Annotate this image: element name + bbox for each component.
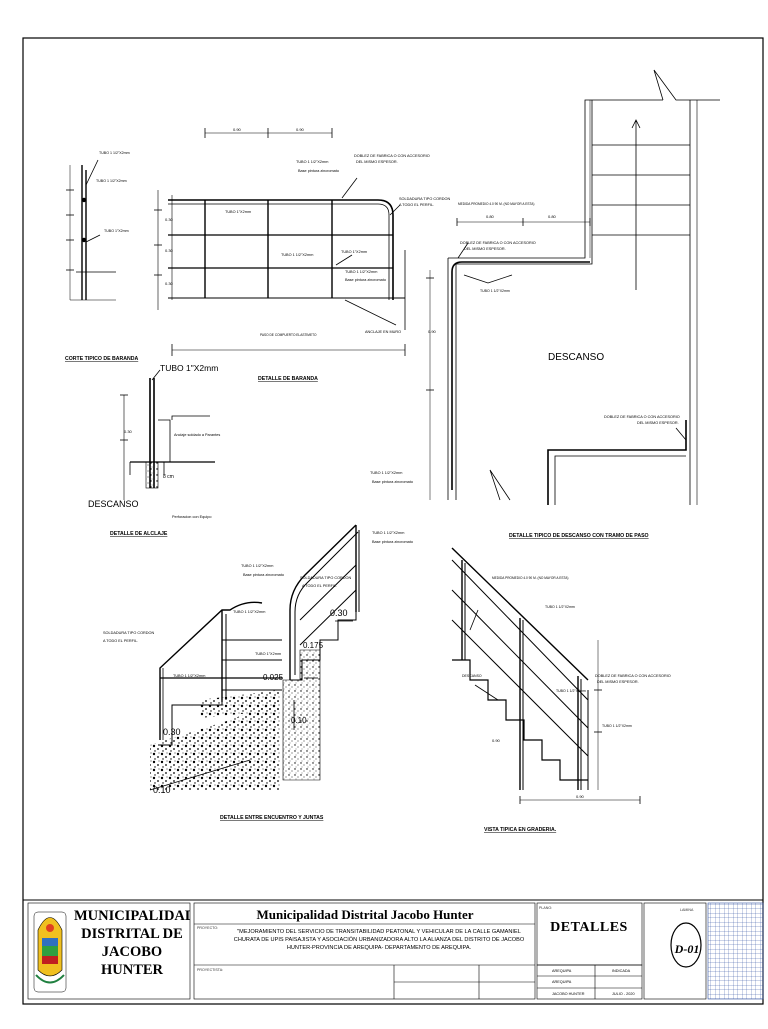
joint-pipe-mid: TUBO 1 1/2"X2mm bbox=[241, 564, 273, 568]
date-value: JULIO - 2020 bbox=[612, 992, 635, 996]
landing-dim-v: 0.90 bbox=[428, 329, 437, 334]
rail-dim-a: 0.90 bbox=[233, 127, 242, 132]
rail-section-drawing bbox=[66, 159, 116, 301]
joint-pipe-b: TUBO 1"X2mm bbox=[255, 652, 281, 656]
rail-detail-floor-label: PASO DE COMPUERTO ELASTIMETO bbox=[260, 333, 317, 337]
rail-detail-zinc-low: Base pintura zincromato bbox=[345, 278, 386, 282]
rail-detail-wall-anchor: ANCLAJE EN MURO bbox=[365, 330, 401, 334]
landing-detail-drawing bbox=[426, 69, 720, 505]
rail-dim-left-1: 0.30 bbox=[165, 217, 174, 222]
bleacher-view-drawing bbox=[451, 547, 641, 804]
sheet-label: PLANO: bbox=[539, 906, 553, 910]
bleacher-view-title: VISTA TIPICA EN GRADERIA. bbox=[484, 827, 557, 833]
rail-detail-pipe-top: TUBO 1 1/2"X2mm bbox=[296, 160, 328, 164]
rail-detail-bend: DOBLEZ DE FABRICA O CON ACCESORIO bbox=[354, 154, 430, 158]
landing-pipe: TUBO 1 1/2"X2mm bbox=[480, 289, 510, 293]
anchor-detail-drawing bbox=[120, 369, 215, 500]
anchor-landing: DESCANSO bbox=[88, 499, 139, 509]
landing-bend: DOBLEZ DE FABRICA O CON ACCESORIO bbox=[460, 241, 536, 245]
joint-weld-left: SOLDADURA TIPO CORDON bbox=[103, 631, 154, 635]
municipal-logo bbox=[33, 911, 67, 993]
landing-avg-label: MEDIDA PROMEDIO 4.0 90 M. (NO MAYOR A ES… bbox=[458, 202, 534, 206]
bleacher-pipe-c: TUBO 1 1/2"X2mm bbox=[602, 724, 632, 728]
sheet-number: D-01 bbox=[674, 942, 700, 956]
anchor-detail-title: DETALLE DE ALCLAJE bbox=[110, 531, 168, 537]
muni-block: MUNICIPALIDAD DISTRITAL DE JACOBO HUNTER bbox=[28, 903, 190, 998]
joint-zinc-top: Base pintura zincromato bbox=[372, 480, 413, 484]
joint-dim-030: 0.30 bbox=[330, 608, 348, 618]
rail-detail-pipe-low: TUBO 1 1/2"X2mm bbox=[345, 270, 377, 274]
sheet-name: DETALLES bbox=[550, 920, 628, 935]
joint-weld-2: A TODO EL PERFIL. bbox=[302, 584, 337, 588]
joint-detail-drawing bbox=[149, 524, 360, 791]
scale-value: INDICADA bbox=[612, 969, 631, 973]
rail-section-title: CORTE TIPICO DE BARANDA bbox=[65, 356, 138, 362]
landing-bend-lower-2: DEL MISMO ESPESOR. bbox=[637, 421, 679, 425]
rail-dim-b: 0.90 bbox=[296, 127, 305, 132]
landing-dim-a: 0.80 bbox=[486, 214, 495, 219]
region-value: AREQUIPA bbox=[552, 969, 572, 973]
joint-dim-0025: 0.025 bbox=[263, 673, 284, 682]
joint-dim-0175: 0.175 bbox=[303, 641, 324, 650]
bleacher-bend-2: DEL MISMO ESPESOR. bbox=[597, 680, 639, 684]
joint-pipe-a: TUBO 1 1/2"X2mm bbox=[233, 610, 265, 614]
bleacher-dim-a: 0.90 bbox=[492, 738, 501, 743]
joint-weld-left-2: A TODO EL PERFIL. bbox=[103, 639, 138, 643]
rail-detail-zinc-top: Base pintura zincromato bbox=[298, 169, 339, 173]
district-value: JACOBO HUNTER bbox=[552, 992, 585, 996]
bleacher-pipe-a: TUBO 1 1/2"X2mm bbox=[545, 605, 575, 609]
titleblock-grid bbox=[27, 902, 764, 1000]
designer-label: PROYECTISTA: bbox=[197, 968, 224, 972]
joint-dim-010b: 0.10 bbox=[153, 785, 171, 795]
landing-dim-b: 0.80 bbox=[548, 214, 557, 219]
joint-dim-030b: 0.30 bbox=[163, 727, 181, 737]
bleacher-pipe-b: TUBO 1 1/2"X2mm bbox=[556, 689, 586, 693]
province-value: AREQUIPA bbox=[552, 980, 572, 984]
anchor-dim: 0.30 bbox=[124, 429, 133, 434]
bleacher-avg-label: MEDIDA PROMEDIO 4.0 90 M. (NO MAYOR A ES… bbox=[492, 576, 568, 580]
joint-zinc-mid: Base pintura zincromato bbox=[243, 573, 284, 577]
rail-detail-pipe-1b: TUBO 1"X2mm bbox=[341, 250, 367, 254]
joint-detail-title: DETALLE ENTRE ENCUENTRO Y JUNTAS bbox=[220, 815, 324, 821]
sheet-border bbox=[22, 37, 764, 1005]
rail-section-pipe-label-3: TUBO 1"X2mm bbox=[104, 229, 129, 233]
anchor-8cm: 8 cm bbox=[163, 474, 174, 480]
bleacher-dim-b: 0.90 bbox=[576, 794, 585, 799]
joint-zinc-right: Base pintura zincromato bbox=[372, 540, 413, 544]
project-label: PROYECTO: bbox=[197, 926, 219, 930]
project-description: "MEJORAMIENTO DEL SERVICIO DE TRANSITABI… bbox=[233, 929, 525, 951]
anchor-weld-label: Anclaje soldado a Parantes bbox=[174, 433, 220, 437]
joint-pipe-top: TUBO 1 1/2"X2mm bbox=[370, 471, 402, 475]
bleacher-landing: DESCANSO bbox=[462, 674, 482, 678]
rail-detail-weld-2: A TODO EL PERFIL. bbox=[399, 203, 434, 207]
landing-label: DESCANSO bbox=[548, 352, 604, 363]
joint-dim-010: 0.10 bbox=[291, 716, 307, 725]
lamina-label: LAMINA bbox=[680, 908, 694, 912]
rail-section-pipe-label-2: TUBO 1 1/2"X2mm bbox=[96, 179, 127, 183]
rail-detail-weld: SOLDADURA TIPO CORDON bbox=[399, 197, 450, 201]
rail-detail-pipe-1: TUBO 1"X2mm bbox=[225, 210, 251, 214]
muni-name: MUNICIPALIDAD DISTRITAL DE JACOBO HUNTER bbox=[74, 908, 190, 978]
joint-weld: SOLDADURA TIPO CORDON bbox=[300, 576, 351, 580]
landing-bend-lower: DOBLEZ DE FABRICA O CON ACCESORIO bbox=[604, 415, 680, 419]
project-owner: Municipalidad Distrital Jacobo Hunter bbox=[256, 907, 474, 922]
rail-detail-title: DETALLE DE BARANDA bbox=[258, 376, 318, 382]
rail-dim-left-2: 0.30 bbox=[165, 248, 174, 253]
bleacher-bend: DOBLEZ DE FABRICA O CON ACCESORIO bbox=[595, 674, 671, 678]
rail-section-pipe-label-1: TUBO 1 1/2"X2mm bbox=[99, 151, 130, 155]
anchor-drill-label: Perforacion con Equipo bbox=[172, 515, 211, 519]
rail-detail-pipe-mid: TUBO 1 1/2"X2mm bbox=[281, 253, 313, 257]
landing-detail-title: DETALLE TIPICO DE DESCANSO CON TRAMO DE … bbox=[509, 533, 649, 539]
landing-bend-2: DEL MISMO ESPESOR. bbox=[464, 247, 506, 251]
anchor-pipe-label: TUBO 1"X2mm bbox=[160, 363, 218, 373]
joint-pipe-c: TUBO 1 1/2"X2mm bbox=[173, 674, 205, 678]
rail-dim-left-3: 0.30 bbox=[165, 281, 174, 286]
rail-detail-drawing bbox=[154, 128, 406, 356]
rail-detail-bend-2: DEL MISMO ESPESOR. bbox=[356, 160, 398, 164]
joint-pipe-right: TUBO 1 1/2"X2mm bbox=[372, 531, 404, 535]
